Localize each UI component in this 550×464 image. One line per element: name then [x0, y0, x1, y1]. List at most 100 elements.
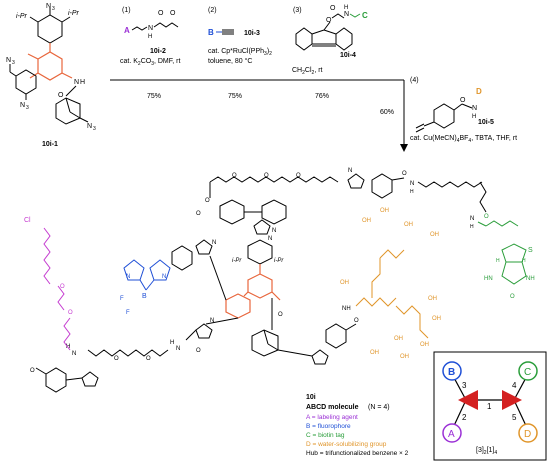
n-note: (N = 4) — [368, 404, 390, 411]
hub-left — [458, 390, 478, 410]
svg-text:OH: OH — [430, 232, 439, 238]
yield-step-2: 75% — [228, 93, 242, 100]
step-2: (2) B 10i-3 cat. Cp*RuCl(PPh3)2 toluene,… — [208, 7, 272, 65]
svg-text:O: O — [146, 356, 151, 362]
svg-text:H: H — [80, 79, 85, 86]
svg-text:H: H — [410, 189, 414, 195]
svg-text:O: O — [170, 10, 176, 17]
svg-text:OH: OH — [394, 336, 403, 342]
yield-step-4: 60% — [380, 109, 394, 116]
svg-text:OH: OH — [428, 296, 437, 302]
svg-text:N: N — [72, 351, 76, 357]
svg-text:O: O — [402, 171, 407, 177]
azide-label: N — [46, 3, 51, 10]
legend-hub: Hub = trifunctionalized benzene × 2 — [306, 450, 409, 457]
svg-text:O: O — [484, 214, 489, 220]
starting-material-10i-1: N 3 i-Pr i-Pr N 3 N 3 N H O N 3 10i-1 — [6, 3, 96, 148]
svg-text:(3): (3) — [293, 7, 302, 14]
node-a: A — [448, 429, 455, 440]
svg-text:O: O — [354, 318, 359, 324]
svg-text:OH: OH — [362, 218, 371, 224]
svg-text:H: H — [148, 34, 152, 40]
svg-text:F: F — [120, 296, 124, 302]
svg-text:cat. K2CO3, DMF, rt: cat. K2CO3, DMF, rt — [120, 58, 180, 67]
step-4: (4) O N H D 10i-5 cat. Cu(MeCN)4BF4, TBT… — [410, 77, 517, 144]
svg-text:O: O — [296, 173, 301, 179]
svg-text:H: H — [344, 5, 348, 11]
legend-a: A = labeling agent — [306, 414, 358, 421]
svg-text:S: S — [528, 247, 533, 254]
svg-text:toluene, 80 °C: toluene, 80 °C — [208, 57, 252, 65]
svg-text:CH2Cl2, rt: CH2Cl2, rt — [292, 67, 323, 76]
svg-text:i-Pr: i-Pr — [16, 13, 28, 20]
svg-text:NH: NH — [526, 276, 535, 282]
product-legend: 10i ABCD molecule (N = 4) A = labeling a… — [306, 394, 409, 457]
product-10i: O O O N O N H N H O S HN NH O H H O O N … — [24, 168, 535, 393]
svg-text:N: N — [74, 79, 79, 86]
svg-text:O: O — [158, 10, 164, 17]
svg-text:OH: OH — [340, 280, 349, 286]
svg-text:i-Pr: i-Pr — [232, 258, 242, 264]
svg-text:cat. Cu(MeCN)4BF4, TBTA, THF,: cat. Cu(MeCN)4BF4, TBTA, THF, rt — [410, 135, 517, 144]
svg-text:10i-2: 10i-2 — [150, 48, 166, 55]
svg-text:N: N — [126, 274, 130, 280]
svg-text:O: O — [460, 97, 466, 104]
svg-text:O: O — [68, 310, 73, 316]
svg-text:O: O — [30, 368, 35, 374]
edge-2: 2 — [462, 413, 467, 422]
svg-text:N: N — [472, 105, 477, 112]
svg-text:N: N — [348, 168, 352, 174]
svg-text:O: O — [58, 92, 64, 99]
svg-text:B: B — [208, 28, 214, 37]
topology-formula: [3]2[1]4 — [476, 447, 497, 456]
compound-id-10i: 10i — [306, 394, 316, 401]
edge-5: 5 — [512, 413, 517, 422]
svg-text:H: H — [496, 258, 500, 264]
svg-text:O: O — [60, 284, 65, 290]
svg-text:N: N — [344, 11, 349, 18]
svg-text:N: N — [20, 102, 25, 109]
legend-c: C = biotin tag — [306, 432, 345, 439]
edge-3: 3 — [462, 381, 467, 390]
svg-text:10i-5: 10i-5 — [478, 119, 494, 126]
product-name: ABCD molecule — [306, 404, 359, 411]
svg-text:O: O — [264, 173, 269, 179]
svg-text:3: 3 — [26, 105, 29, 111]
node-c: C — [524, 367, 531, 378]
svg-text:F: F — [126, 310, 130, 316]
node-d: D — [524, 429, 531, 440]
svg-text:O: O — [232, 173, 237, 179]
svg-text:N: N — [176, 346, 180, 352]
svg-text:C: C — [362, 11, 368, 20]
svg-text:B: B — [142, 293, 147, 300]
svg-text:O: O — [278, 312, 283, 318]
svg-text:(4): (4) — [410, 77, 419, 84]
yield-step-1: 75% — [147, 93, 161, 100]
svg-text:OH: OH — [432, 316, 441, 322]
svg-text:N: N — [6, 57, 11, 64]
svg-text:Cl: Cl — [24, 217, 31, 224]
svg-text:N: N — [210, 318, 214, 324]
svg-text:10i-4: 10i-4 — [340, 52, 356, 59]
svg-text:i-Pr: i-Pr — [274, 258, 284, 264]
svg-text:(1): (1) — [122, 7, 131, 14]
svg-text:HN: HN — [484, 276, 493, 282]
svg-text:3: 3 — [12, 60, 15, 66]
yield-step-3: 76% — [315, 93, 329, 100]
hub-right — [502, 390, 522, 410]
edge-4: 4 — [512, 381, 517, 390]
svg-text:H: H — [472, 114, 476, 120]
svg-text:O: O — [114, 356, 119, 362]
step-1: (1) A N H O O 10i-2 cat. K2CO3, DMF, rt — [120, 7, 180, 67]
svg-text:N: N — [470, 216, 474, 222]
svg-text:3: 3 — [93, 126, 96, 132]
node-b: B — [448, 367, 455, 378]
svg-text:N: N — [87, 123, 92, 130]
svg-text:D: D — [476, 87, 482, 96]
svg-text:OH: OH — [370, 350, 379, 356]
legend-d: D = water-solubilizing group — [306, 441, 387, 448]
svg-text:O: O — [330, 5, 336, 12]
legend-b: B = fluorophore — [306, 423, 351, 430]
svg-text:O: O — [205, 198, 210, 204]
